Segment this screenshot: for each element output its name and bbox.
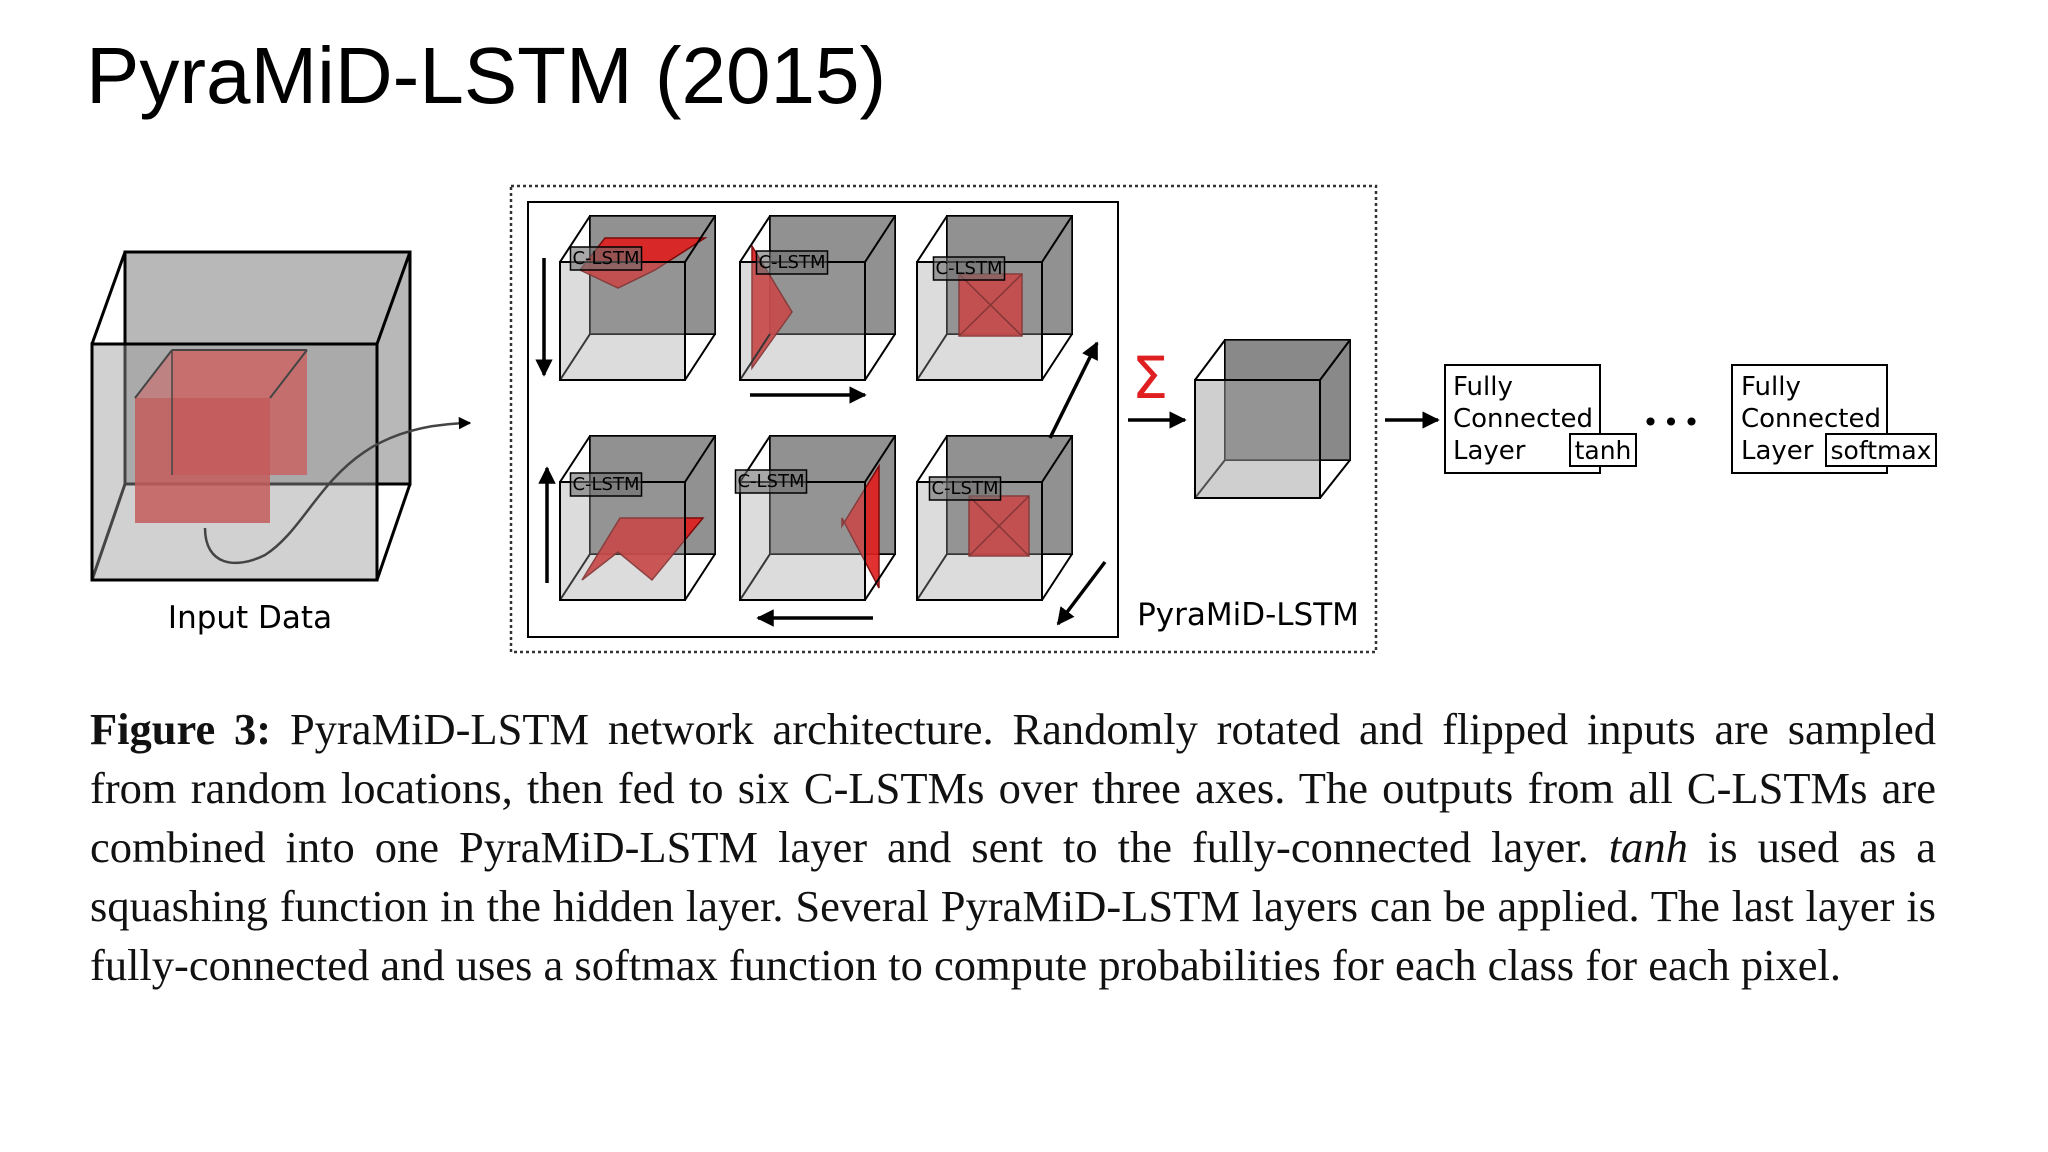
- fc2-line1: Fully: [1741, 372, 1801, 402]
- clstm-label-5: C-LSTM: [737, 471, 804, 492]
- fc1-line1: Fully: [1453, 372, 1513, 402]
- figure-caption: Figure 3: PyraMiD-LSTM network architect…: [90, 700, 1936, 995]
- clstm-label-box-1: [569, 246, 643, 271]
- caption-text-2: is used as a squashing function in the h…: [90, 822, 1936, 990]
- clstm-label-box-4: [569, 472, 643, 497]
- clstm-label-6: C-LSTM: [931, 478, 998, 499]
- clstm-cube-5: C-LSTM: [734, 435, 896, 601]
- clstm-cube-2: C-LSTM: [739, 215, 896, 381]
- input-data-label: Input Data: [168, 600, 332, 636]
- clstm-cube-4: C-LSTM: [559, 435, 716, 601]
- pyramid-outer-frame: [509, 184, 1378, 654]
- clstm-cube-3: C-LSTM: [916, 215, 1073, 381]
- fc2-activation: softmax: [1831, 436, 1932, 465]
- fc1-line3: Layer: [1453, 436, 1526, 466]
- clstm-cubes: C-LSTM C-LSTM C-LSTM C-LSTM C-LSTM C-LSTM: [559, 215, 1073, 601]
- clstm-label-box-3: [932, 256, 1006, 281]
- arrow-diag-down: [1056, 560, 1107, 626]
- fc1-activation: tanh: [1575, 436, 1632, 465]
- fc2-line3: Layer: [1741, 436, 1814, 466]
- clstm-label-3: C-LSTM: [935, 258, 1002, 279]
- clstm-label-box-5: [734, 469, 808, 494]
- slide-title: PyraMiD-LSTM (2015): [86, 31, 887, 120]
- clstm-label-1: C-LSTM: [572, 248, 639, 269]
- fc2-line2: Connected: [1741, 404, 1881, 434]
- ellipsis: •••: [1642, 406, 1704, 439]
- sigma-symbol: Σ: [1132, 344, 1169, 412]
- clstm-cube-6: C-LSTM: [916, 435, 1073, 601]
- fc-layer-tanh: Fully Connected Layer tanh: [1444, 364, 1637, 474]
- arrow-diag-up: [1048, 341, 1099, 439]
- caption-label: Figure 3:: [90, 704, 272, 754]
- clstm-label-2: C-LSTM: [758, 252, 825, 273]
- clstm-group-frame: [527, 201, 1119, 638]
- input-data-cube: [90, 250, 472, 582]
- pyramid-output-cube: [1194, 339, 1351, 499]
- clstm-label-box-2: [755, 250, 829, 275]
- clstm-label-4: C-LSTM: [572, 474, 639, 495]
- fc1-line2: Connected: [1453, 404, 1593, 434]
- caption-math-tanh: tanh: [1608, 822, 1688, 872]
- caption-text-1: PyraMiD-LSTM network architecture. Rando…: [90, 704, 1936, 872]
- fc-layer-softmax: Fully Connected Layer softmax: [1731, 364, 1937, 474]
- pyramid-label: PyraMiD-LSTM: [1137, 597, 1359, 633]
- clstm-label-box-6: [928, 476, 1002, 501]
- clstm-cube-1: C-LSTM: [559, 215, 716, 381]
